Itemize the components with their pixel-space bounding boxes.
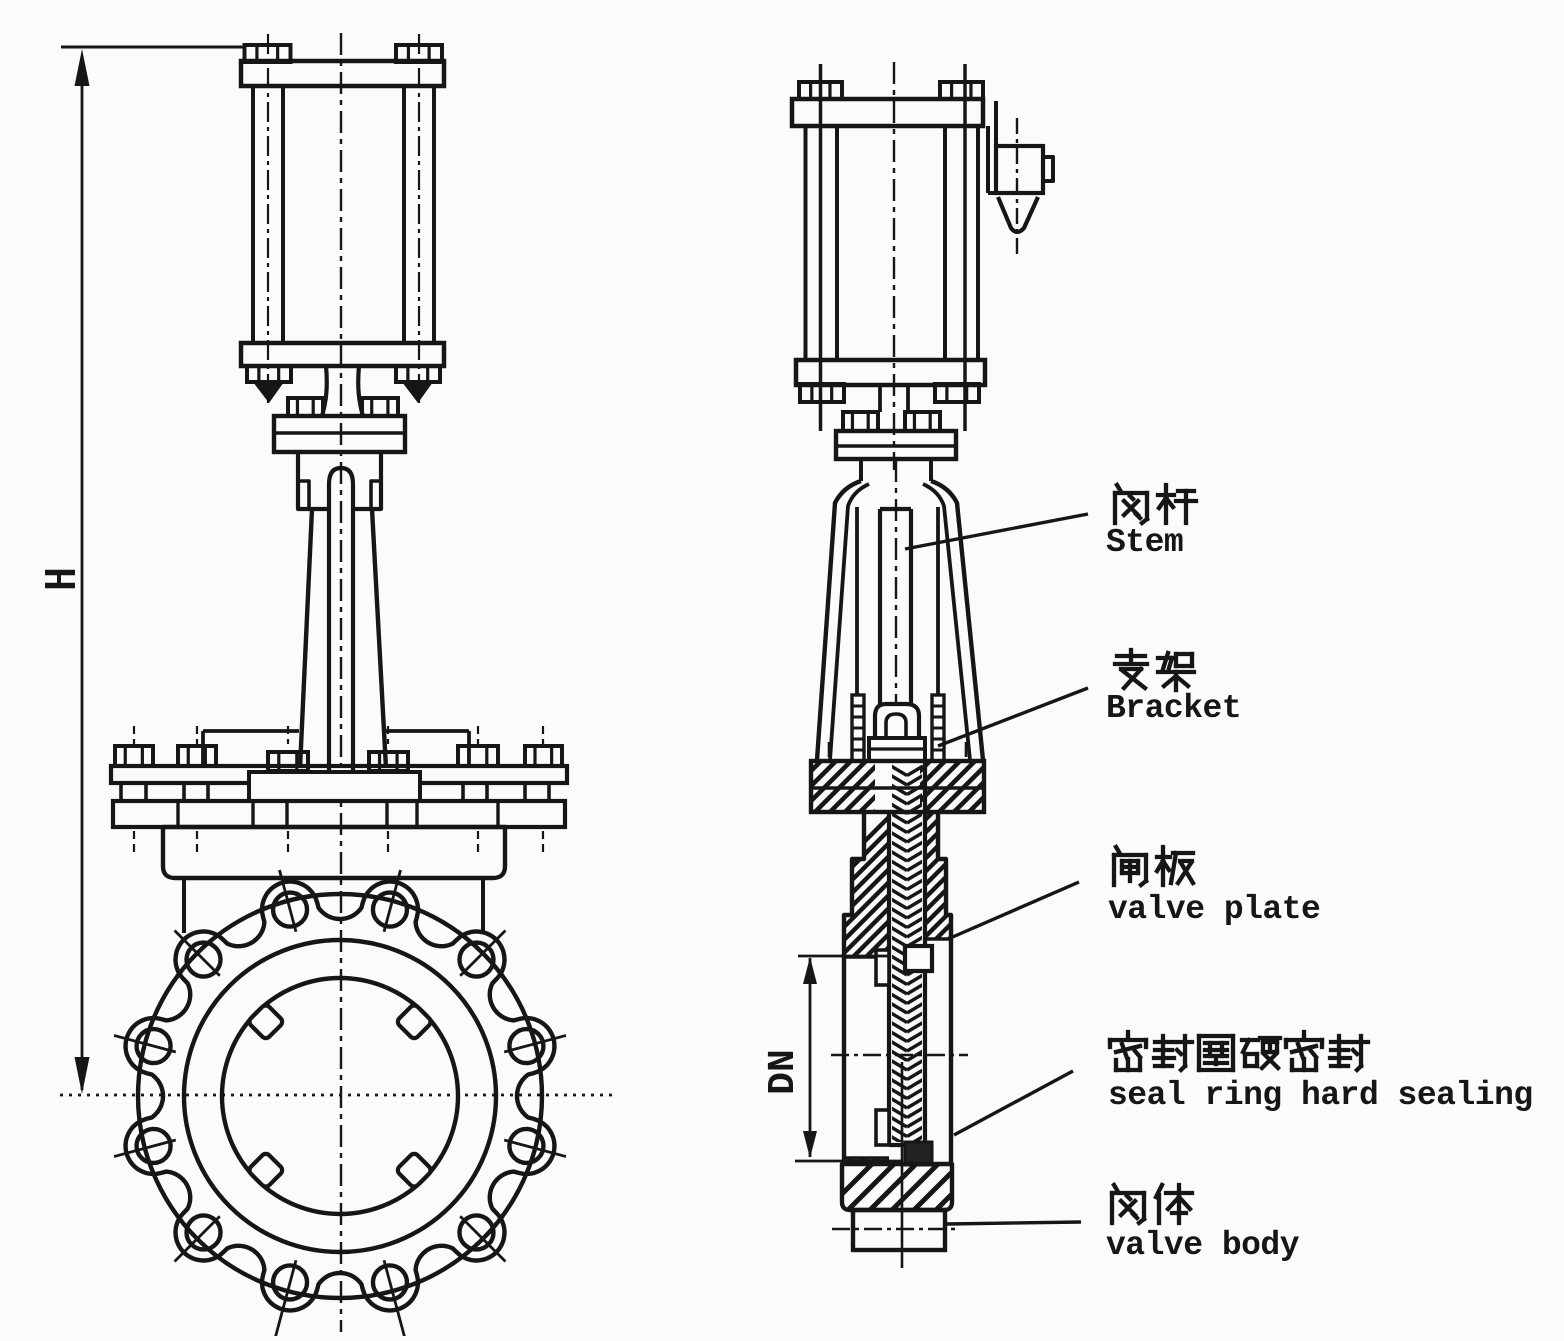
svg-text:seal ring hard sealing: seal ring hard sealing	[1108, 1077, 1533, 1114]
svg-text:valve plate: valve plate	[1108, 891, 1320, 928]
svg-text:Bracket: Bracket	[1106, 690, 1241, 727]
svg-text:DN: DN	[762, 1049, 805, 1095]
svg-text:valve body: valve body	[1106, 1227, 1300, 1264]
svg-text:Stem: Stem	[1106, 524, 1183, 561]
